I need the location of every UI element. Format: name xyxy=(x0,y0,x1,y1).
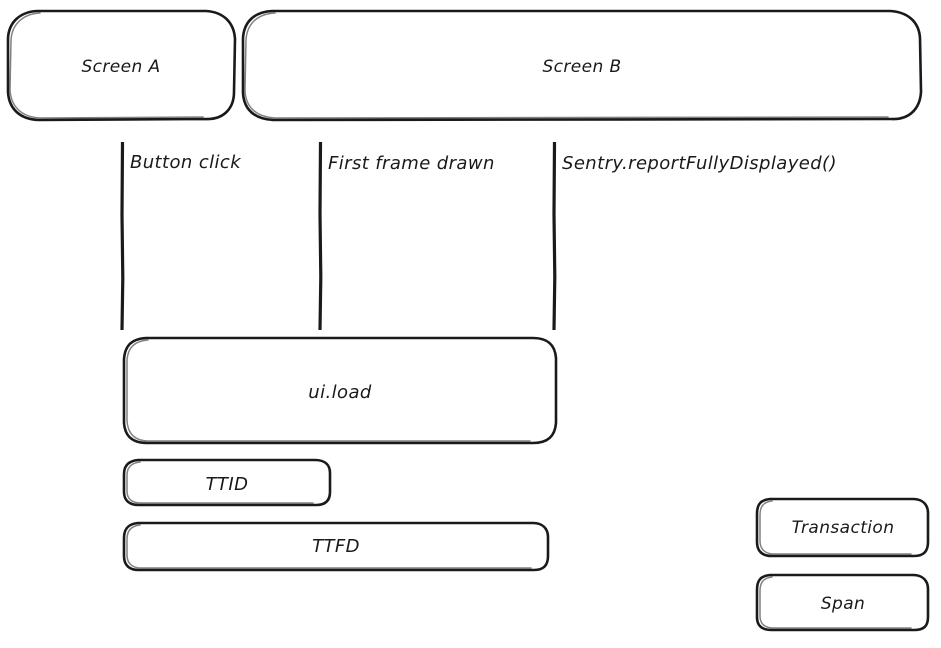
screen-a-box[interactable]: Screen A xyxy=(6,9,237,122)
bar-ttfd[interactable]: TTFD xyxy=(122,521,550,572)
legend-item-span[interactable]: Span xyxy=(755,573,930,632)
marker-report-fully-displayed: Sentry.reportFullyDisplayed() xyxy=(552,141,837,331)
marker-button-click-line xyxy=(120,141,125,331)
screen-a-label: Screen A xyxy=(81,57,160,77)
marker-button-click: Button click xyxy=(120,141,242,331)
screen-b-label: Screen B xyxy=(542,57,621,77)
marker-first-frame-drawn-line xyxy=(318,141,323,331)
bar-ui-load[interactable]: ui.load xyxy=(122,336,558,445)
marker-report-fully-displayed-label: Sentry.reportFullyDisplayed() xyxy=(562,153,837,174)
marker-first-frame-drawn-label: First frame drawn xyxy=(328,153,495,174)
legend-item-transaction[interactable]: Transaction xyxy=(755,497,930,558)
bar-ttid[interactable]: TTID xyxy=(122,458,332,507)
bar-ttid-label: TTID xyxy=(206,474,249,495)
bar-ttfd-label: TTFD xyxy=(312,536,360,557)
legend-item-span-label: Span xyxy=(821,594,865,614)
marker-button-click-label: Button click xyxy=(130,152,242,173)
marker-first-frame-drawn: First frame drawn xyxy=(318,141,495,331)
marker-report-fully-displayed-line xyxy=(552,141,557,331)
screen-b-box[interactable]: Screen B xyxy=(241,9,923,122)
legend-item-transaction-label: Transaction xyxy=(792,518,895,538)
bar-ui-load-label: ui.load xyxy=(308,382,372,403)
